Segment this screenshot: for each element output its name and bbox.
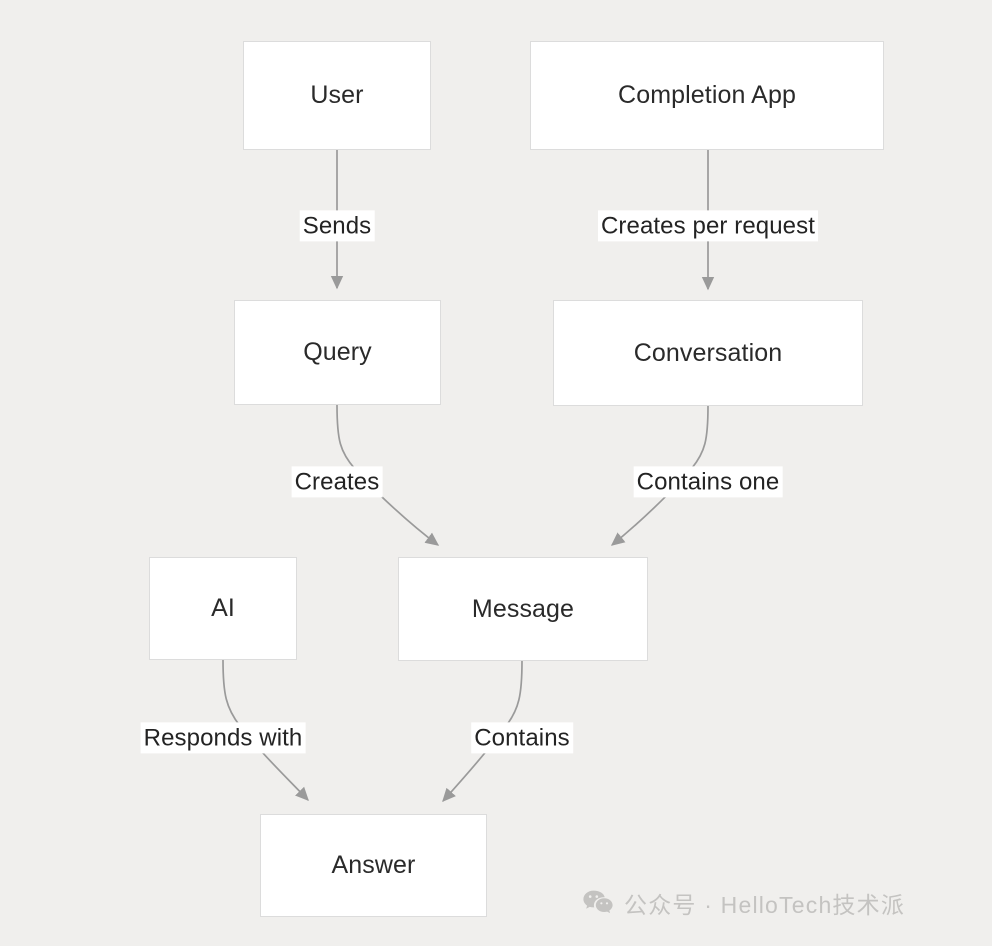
edge-label-contains: Contains bbox=[471, 722, 573, 754]
node-query[interactable]: Query bbox=[234, 300, 441, 405]
edge-label-contains-one: Contains one bbox=[633, 466, 783, 498]
node-ai[interactable]: AI bbox=[149, 557, 297, 660]
node-completion-app[interactable]: Completion App bbox=[530, 41, 884, 150]
node-answer-label: Answer bbox=[331, 851, 416, 879]
watermark-text: 公众号 · HelloTech技术派 bbox=[624, 892, 906, 918]
wechat-icon bbox=[583, 890, 613, 916]
watermark: 公众号 · HelloTech技术派 bbox=[583, 886, 905, 920]
node-user[interactable]: User bbox=[243, 41, 431, 150]
node-answer[interactable]: Answer bbox=[260, 814, 487, 917]
node-conversation-label: Conversation bbox=[633, 338, 783, 367]
edge-label-sends: Sends bbox=[299, 210, 375, 242]
node-message-label: Message bbox=[471, 594, 575, 623]
edge-label-responds-with: Responds with bbox=[140, 722, 306, 754]
node-message[interactable]: Message bbox=[398, 557, 648, 661]
node-completion-app-label: Completion App bbox=[618, 81, 796, 109]
edge-label-creates-per-request: Creates per request bbox=[597, 210, 819, 242]
node-user-label: User bbox=[310, 81, 364, 109]
node-ai-label: AI bbox=[211, 594, 235, 622]
edge-label-creates: Creates bbox=[291, 466, 383, 498]
node-conversation[interactable]: Conversation bbox=[553, 300, 863, 406]
node-query-label: Query bbox=[303, 338, 372, 366]
